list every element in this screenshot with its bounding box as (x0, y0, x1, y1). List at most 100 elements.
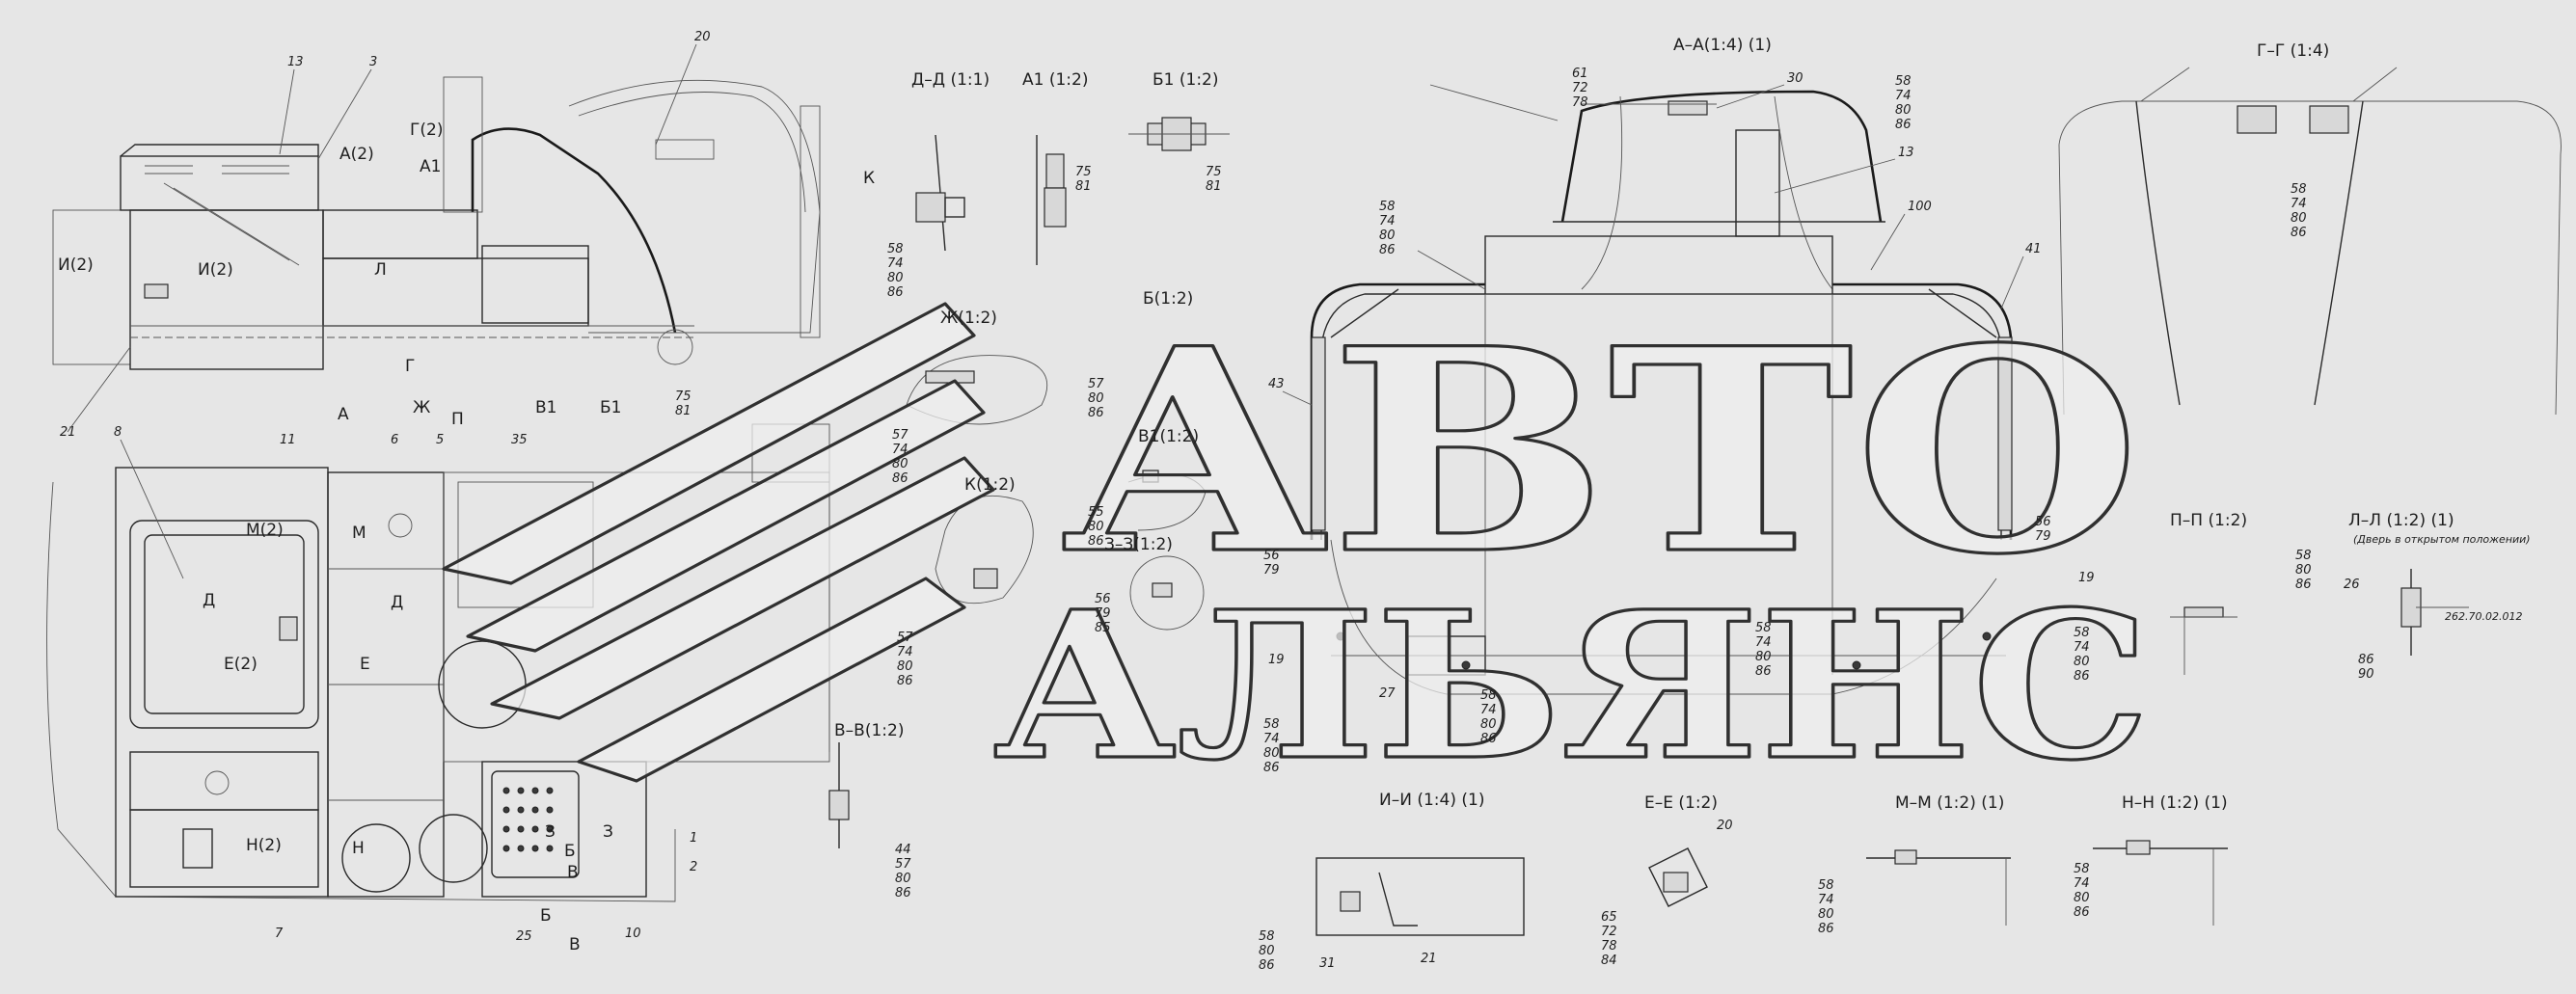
svg-text:86: 86 (1818, 922, 1834, 936)
svg-text:86: 86 (2074, 905, 2090, 920)
watermark-logo: АВТО АЛЬЯНС (442, 286, 2153, 807)
mark-l: Л (374, 260, 387, 280)
view-marks: И(2) И(2) А(2) Г(2) А1 Л Г А Ж В1 Б1 К П… (58, 121, 875, 954)
svg-text:90: 90 (2358, 667, 2374, 682)
detail-zz (1129, 555, 1205, 631)
svg-text:57: 57 (892, 428, 908, 443)
title-k: К(1:2) (964, 475, 1016, 495)
callout-19b: 19 (2078, 571, 2095, 585)
svg-text:78: 78 (1572, 95, 1588, 110)
detail-v1 (1127, 470, 1207, 531)
svg-text:86: 86 (887, 285, 904, 300)
mark-b: Б (564, 842, 576, 861)
svg-text:74: 74 (897, 645, 913, 659)
stack-vv: 44 57 80 86 (895, 843, 911, 900)
svg-text:86: 86 (1088, 406, 1104, 420)
svg-text:80: 80 (897, 659, 913, 674)
callout-6: 6 (391, 433, 398, 447)
svg-text:86: 86 (1088, 534, 1104, 549)
detail-b1 (1128, 117, 1230, 151)
stack-aa-left: 58 74 80 86 (1379, 200, 1396, 257)
section-gg (2058, 67, 2562, 416)
section-titles: Д–Д (1:1) А1 (1:2) Б1 (1:2) А–А(1:4) (1)… (834, 36, 2531, 813)
callout-20: 20 (694, 30, 711, 44)
svg-text:80: 80 (1088, 520, 1104, 534)
svg-text:80: 80 (892, 457, 908, 471)
svg-text:86: 86 (2295, 578, 2312, 592)
stack-5679-left: 56 79 (1263, 549, 1280, 578)
callout-numbers: 13 3 20 21 8 11 6 5 35 7 25 10 1 2 30 13… (60, 30, 2522, 971)
svg-text:80: 80 (1755, 650, 1772, 664)
callout-31: 31 (1319, 956, 1336, 971)
svg-text:72: 72 (1601, 925, 1617, 939)
stack-mm: 58 74 80 86 (1818, 878, 1834, 936)
plan-view (46, 423, 830, 902)
title-nn: Н–Н (1:2) (1) (2122, 793, 2228, 813)
callout-8: 8 (114, 425, 122, 440)
title-ii: И–И (1:4) (1) (1379, 791, 1484, 810)
callout-41: 41 (2025, 242, 2042, 256)
mark-z2: З (603, 822, 613, 842)
title-aa: А–А(1:4) (1) (1673, 36, 1772, 55)
svg-text:80: 80 (2291, 211, 2307, 226)
callout-3: 3 (369, 55, 377, 69)
watermark-line2: АЛЬЯНС (993, 567, 2151, 805)
mark-d: Д (203, 591, 215, 610)
callout-43: 43 (1268, 377, 1285, 391)
title-zz: З–З(1:2) (1104, 535, 1173, 554)
detail-zh (906, 355, 1048, 425)
title-zh: Ж(1:2) (940, 309, 997, 328)
callout-5: 5 (436, 433, 444, 447)
svg-text:86: 86 (2291, 226, 2307, 240)
mark-v1: В1 (535, 398, 556, 417)
svg-text:65: 65 (1601, 910, 1617, 925)
mark-e2: Е(2) (224, 655, 258, 674)
stack-gg: 58 74 80 86 (2291, 182, 2307, 240)
svg-text:78: 78 (1601, 939, 1617, 954)
mark-i2: И(2) (58, 255, 94, 275)
title-vv: В–В(1:2) (834, 721, 904, 740)
svg-text:58: 58 (2074, 626, 2090, 640)
svg-text:74: 74 (1895, 89, 1912, 103)
svg-text:81: 81 (1075, 179, 1092, 194)
svg-text:80: 80 (1379, 228, 1396, 243)
callout-1: 1 (690, 831, 697, 846)
door-assembly (1310, 235, 2013, 695)
callout-19: 19 (1268, 653, 1285, 667)
callout-25: 25 (516, 929, 532, 944)
mark-z: З (545, 822, 556, 842)
section-aa (1553, 90, 1885, 290)
svg-text:74: 74 (1755, 635, 1772, 650)
section-ii (1315, 857, 1525, 936)
title-b12: Б(1:2) (1143, 289, 1193, 309)
mark-n: Н (352, 839, 365, 858)
callout-stacks: 75 81 75 81 75 81 58 74 80 86 61 72 78 5… (675, 67, 2374, 973)
callout-35: 35 (511, 433, 528, 447)
mark-g: Г (405, 357, 415, 376)
stack-7581-c: 75 81 (1206, 165, 1222, 194)
side-view (52, 76, 821, 370)
detail-a1 (1036, 135, 1067, 265)
svg-text:58: 58 (1480, 688, 1497, 703)
callout-11: 11 (280, 433, 296, 447)
svg-text:58: 58 (2291, 182, 2307, 197)
svg-text:86: 86 (1755, 664, 1772, 679)
stack-pp: 58 80 86 (2295, 549, 2312, 592)
callout-13b: 13 (1898, 146, 1914, 160)
stack-5679-right: 56 79 (2035, 515, 2051, 544)
mark-p: П (451, 410, 464, 429)
title-ee: Е–Е (1:2) (1644, 793, 1718, 813)
svg-text:86: 86 (1263, 761, 1280, 775)
stack-ll: 86 90 (2358, 653, 2374, 682)
svg-text:80: 80 (895, 872, 911, 886)
svg-text:75: 75 (1206, 165, 1222, 179)
svg-text:84: 84 (1601, 954, 1617, 968)
mark-m: М (352, 524, 366, 543)
section-nn (2093, 840, 2228, 926)
svg-text:80: 80 (1818, 907, 1834, 922)
mark-a1: А1 (420, 157, 441, 176)
svg-text:86: 86 (892, 471, 908, 486)
callout-30: 30 (1787, 71, 1803, 86)
svg-text:61: 61 (1572, 67, 1588, 81)
